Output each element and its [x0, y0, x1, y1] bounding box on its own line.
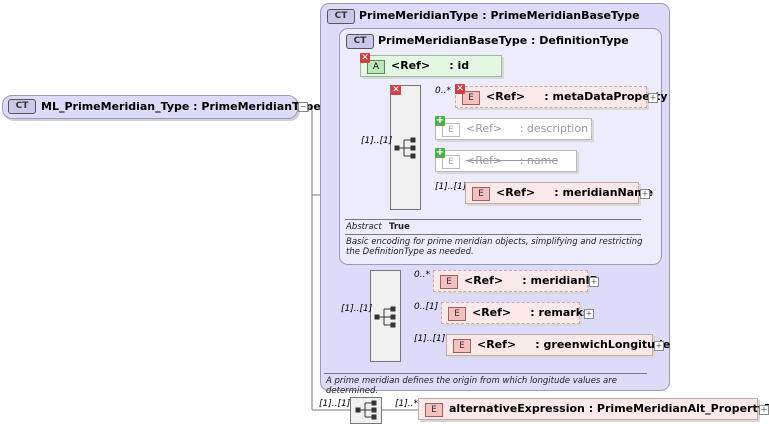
abstract-value: True — [389, 222, 410, 232]
attribute-icon: A — [367, 60, 385, 74]
alternative-expression-cardinality: [1]..* — [395, 399, 418, 409]
inner-type-note: Basic encoding for prime meridian object… — [346, 237, 643, 257]
remarks-cardinality: 0..[1] — [414, 302, 439, 312]
outer-type-title: PrimeMeridianType : PrimeMeridianBaseTyp… — [359, 9, 640, 22]
inner-sequence-cardinality: [1]..[1] — [361, 136, 393, 146]
root-type-label: ML_PrimeMeridian_Type : PrimeMeridianTyp… — [41, 100, 321, 113]
inner-sequence-compositor[interactable] — [390, 85, 421, 210]
element-alternative-expression[interactable]: E alternativeExpression : PrimeMeridianA… — [418, 398, 769, 420]
metadata-cardinality: 0..* — [435, 86, 451, 96]
sequence-icon — [394, 137, 416, 159]
element-label: <Ref> : description — [466, 122, 589, 135]
collapse-toggle[interactable]: − — [298, 102, 308, 112]
element-label: <Ref> : meridianName — [496, 186, 654, 199]
expand-toggle[interactable]: + — [759, 405, 769, 415]
expand-toggle[interactable]: + — [589, 277, 599, 287]
outer-divider — [324, 373, 647, 374]
complex-type-icon: CT — [346, 34, 374, 49]
outer-type-note: A prime meridian defines the origin from… — [326, 376, 617, 396]
element-label: <Ref> : name — [466, 154, 559, 167]
element-icon: E — [440, 275, 458, 289]
added-icon: + — [435, 147, 445, 158]
greenwich-cardinality: [1]..[1] — [414, 334, 446, 344]
complex-type-icon: CT — [327, 9, 355, 24]
element-icon: E — [462, 91, 480, 105]
added-icon: + — [435, 115, 445, 126]
element-label: alternativeExpression : PrimeMeridianAlt… — [449, 402, 769, 415]
element-name[interactable]: E <Ref> : name — [435, 150, 577, 172]
element-label: <Ref> : metaDataProperty — [486, 90, 668, 103]
element-label: <Ref> : greenwichLongitude — [477, 338, 671, 351]
abstract-label: Abstract — [346, 222, 382, 232]
expand-toggle[interactable]: + — [654, 341, 664, 351]
element-icon: E — [472, 187, 490, 201]
expand-toggle[interactable]: + — [584, 309, 594, 319]
element-icon: E — [448, 307, 466, 321]
element-greenwich-longitude[interactable]: E <Ref> : greenwichLongitude — [446, 334, 670, 356]
root-sequence-cardinality: [1]..[1] — [319, 399, 351, 409]
meridian-name-cardinality: [1]..[1] — [435, 182, 467, 192]
sequence-icon — [374, 306, 396, 328]
abstract-divider — [345, 219, 641, 220]
element-icon: E — [425, 403, 443, 417]
root-sequence-compositor[interactable] — [350, 397, 382, 424]
element-description[interactable]: E <Ref> : description — [435, 118, 592, 140]
element-meridian-name[interactable]: E <Ref> : meridianName — [465, 182, 653, 204]
root-type-node[interactable]: CT ML_PrimeMeridian_Type : PrimeMeridian… — [2, 95, 321, 119]
sequence-icon — [355, 400, 377, 420]
element-icon: E — [453, 339, 471, 353]
element-icon: E — [442, 123, 460, 137]
element-metadata-property[interactable]: E <Ref> : metaDataProperty — [455, 86, 668, 108]
element-label: <Ref> : remarks — [472, 306, 590, 319]
prohibited-icon: ✕ — [391, 85, 401, 95]
outer-sequence-compositor[interactable] — [370, 270, 401, 362]
expand-toggle[interactable]: + — [648, 93, 658, 103]
outer-sequence-cardinality: [1]..[1] — [341, 304, 373, 314]
element-meridian-id[interactable]: E <Ref> : meridianID — [433, 270, 599, 292]
inner-type-title: PrimeMeridianBaseType : DefinitionType — [378, 34, 629, 47]
expand-toggle[interactable]: + — [640, 189, 650, 199]
note-divider — [345, 234, 641, 235]
element-label: <Ref> : meridianID — [464, 274, 599, 287]
attribute-id-label: <Ref> : id — [391, 59, 470, 72]
attribute-id[interactable]: A <Ref> : id — [360, 55, 502, 77]
complex-type-icon: CT — [8, 99, 36, 114]
prohibited-icon: ✕ — [455, 84, 465, 94]
element-remarks[interactable]: E <Ref> : remarks — [441, 302, 590, 324]
meridian-id-cardinality: 0..* — [414, 270, 430, 280]
element-icon: E — [442, 155, 460, 169]
prohibited-icon: ✕ — [360, 53, 370, 63]
